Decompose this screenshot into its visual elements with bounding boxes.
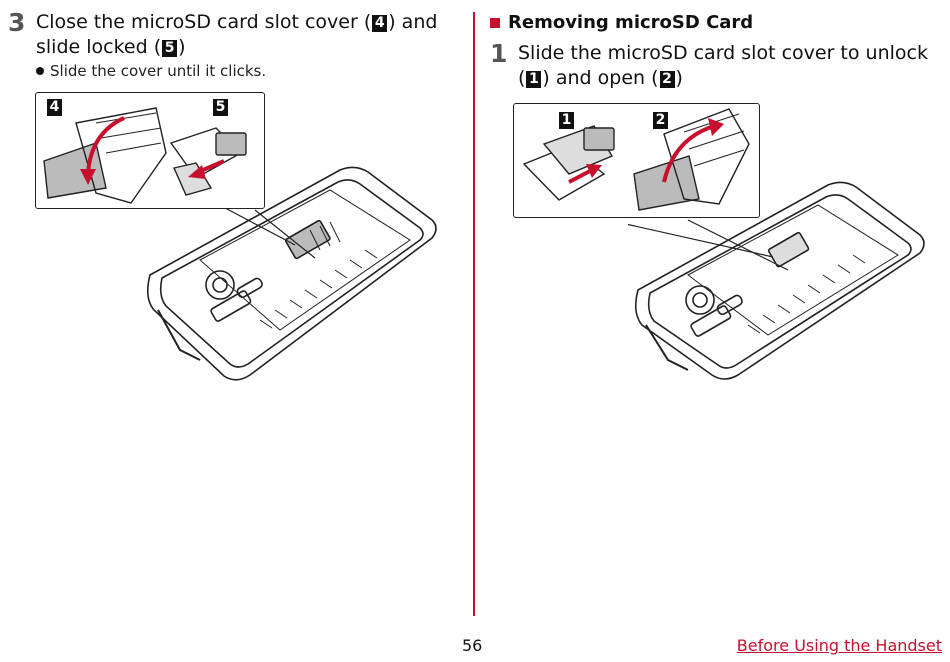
step-text-line: Slide the microSD card slot cover to unl…: [518, 42, 928, 64]
inset-drawing: [43, 107, 247, 204]
detail-inset: 4 5: [35, 92, 265, 209]
step-text-part: ) and: [388, 11, 438, 33]
detail-inset: 1 2: [513, 103, 760, 218]
section-square-icon: [490, 17, 500, 28]
bullet-dot-icon: [36, 67, 44, 75]
inset-marker-2: 2: [653, 112, 668, 129]
marker-2: 2: [659, 71, 675, 88]
bullet-note: Slide the cover until it clicks.: [36, 62, 266, 80]
marker-4: 4: [372, 15, 388, 32]
column-divider: [473, 12, 475, 616]
step-text-part: slide locked (: [36, 36, 162, 58]
page-number: 56: [462, 636, 483, 655]
step-text-part: Close the microSD card slot cover (: [36, 11, 372, 33]
step-3: 3 Close the microSD card slot cover (4) …: [8, 10, 437, 60]
step-text-part: ) and open (: [542, 67, 659, 89]
phone-illustration: [628, 181, 925, 380]
marker-1: 1: [526, 71, 542, 88]
bullet-text: Slide the cover until it clicks.: [50, 62, 267, 80]
step-text-part: ): [675, 67, 683, 89]
section-title: Removing microSD Card: [508, 12, 754, 33]
inset-marker-1: 1: [559, 112, 574, 129]
marker-5: 5: [162, 40, 178, 57]
inset-marker-4: 4: [47, 99, 62, 116]
step-number: 1: [490, 39, 508, 68]
step-text-part: (: [518, 67, 526, 89]
step-text: Close the microSD card slot cover (4) an…: [36, 10, 437, 60]
section-link[interactable]: Before Using the Handset: [736, 636, 942, 655]
phone-illustration: [146, 166, 437, 381]
step-1: 1 Slide the microSD card slot cover to u…: [490, 41, 928, 91]
step-text: Slide the microSD card slot cover to unl…: [518, 41, 928, 91]
inset-marker-5: 5: [213, 99, 228, 116]
section-heading: Removing microSD Card: [490, 12, 753, 33]
step-text-part: ): [178, 36, 186, 58]
step-number: 3: [8, 8, 26, 37]
inset-drawing: [522, 108, 750, 211]
